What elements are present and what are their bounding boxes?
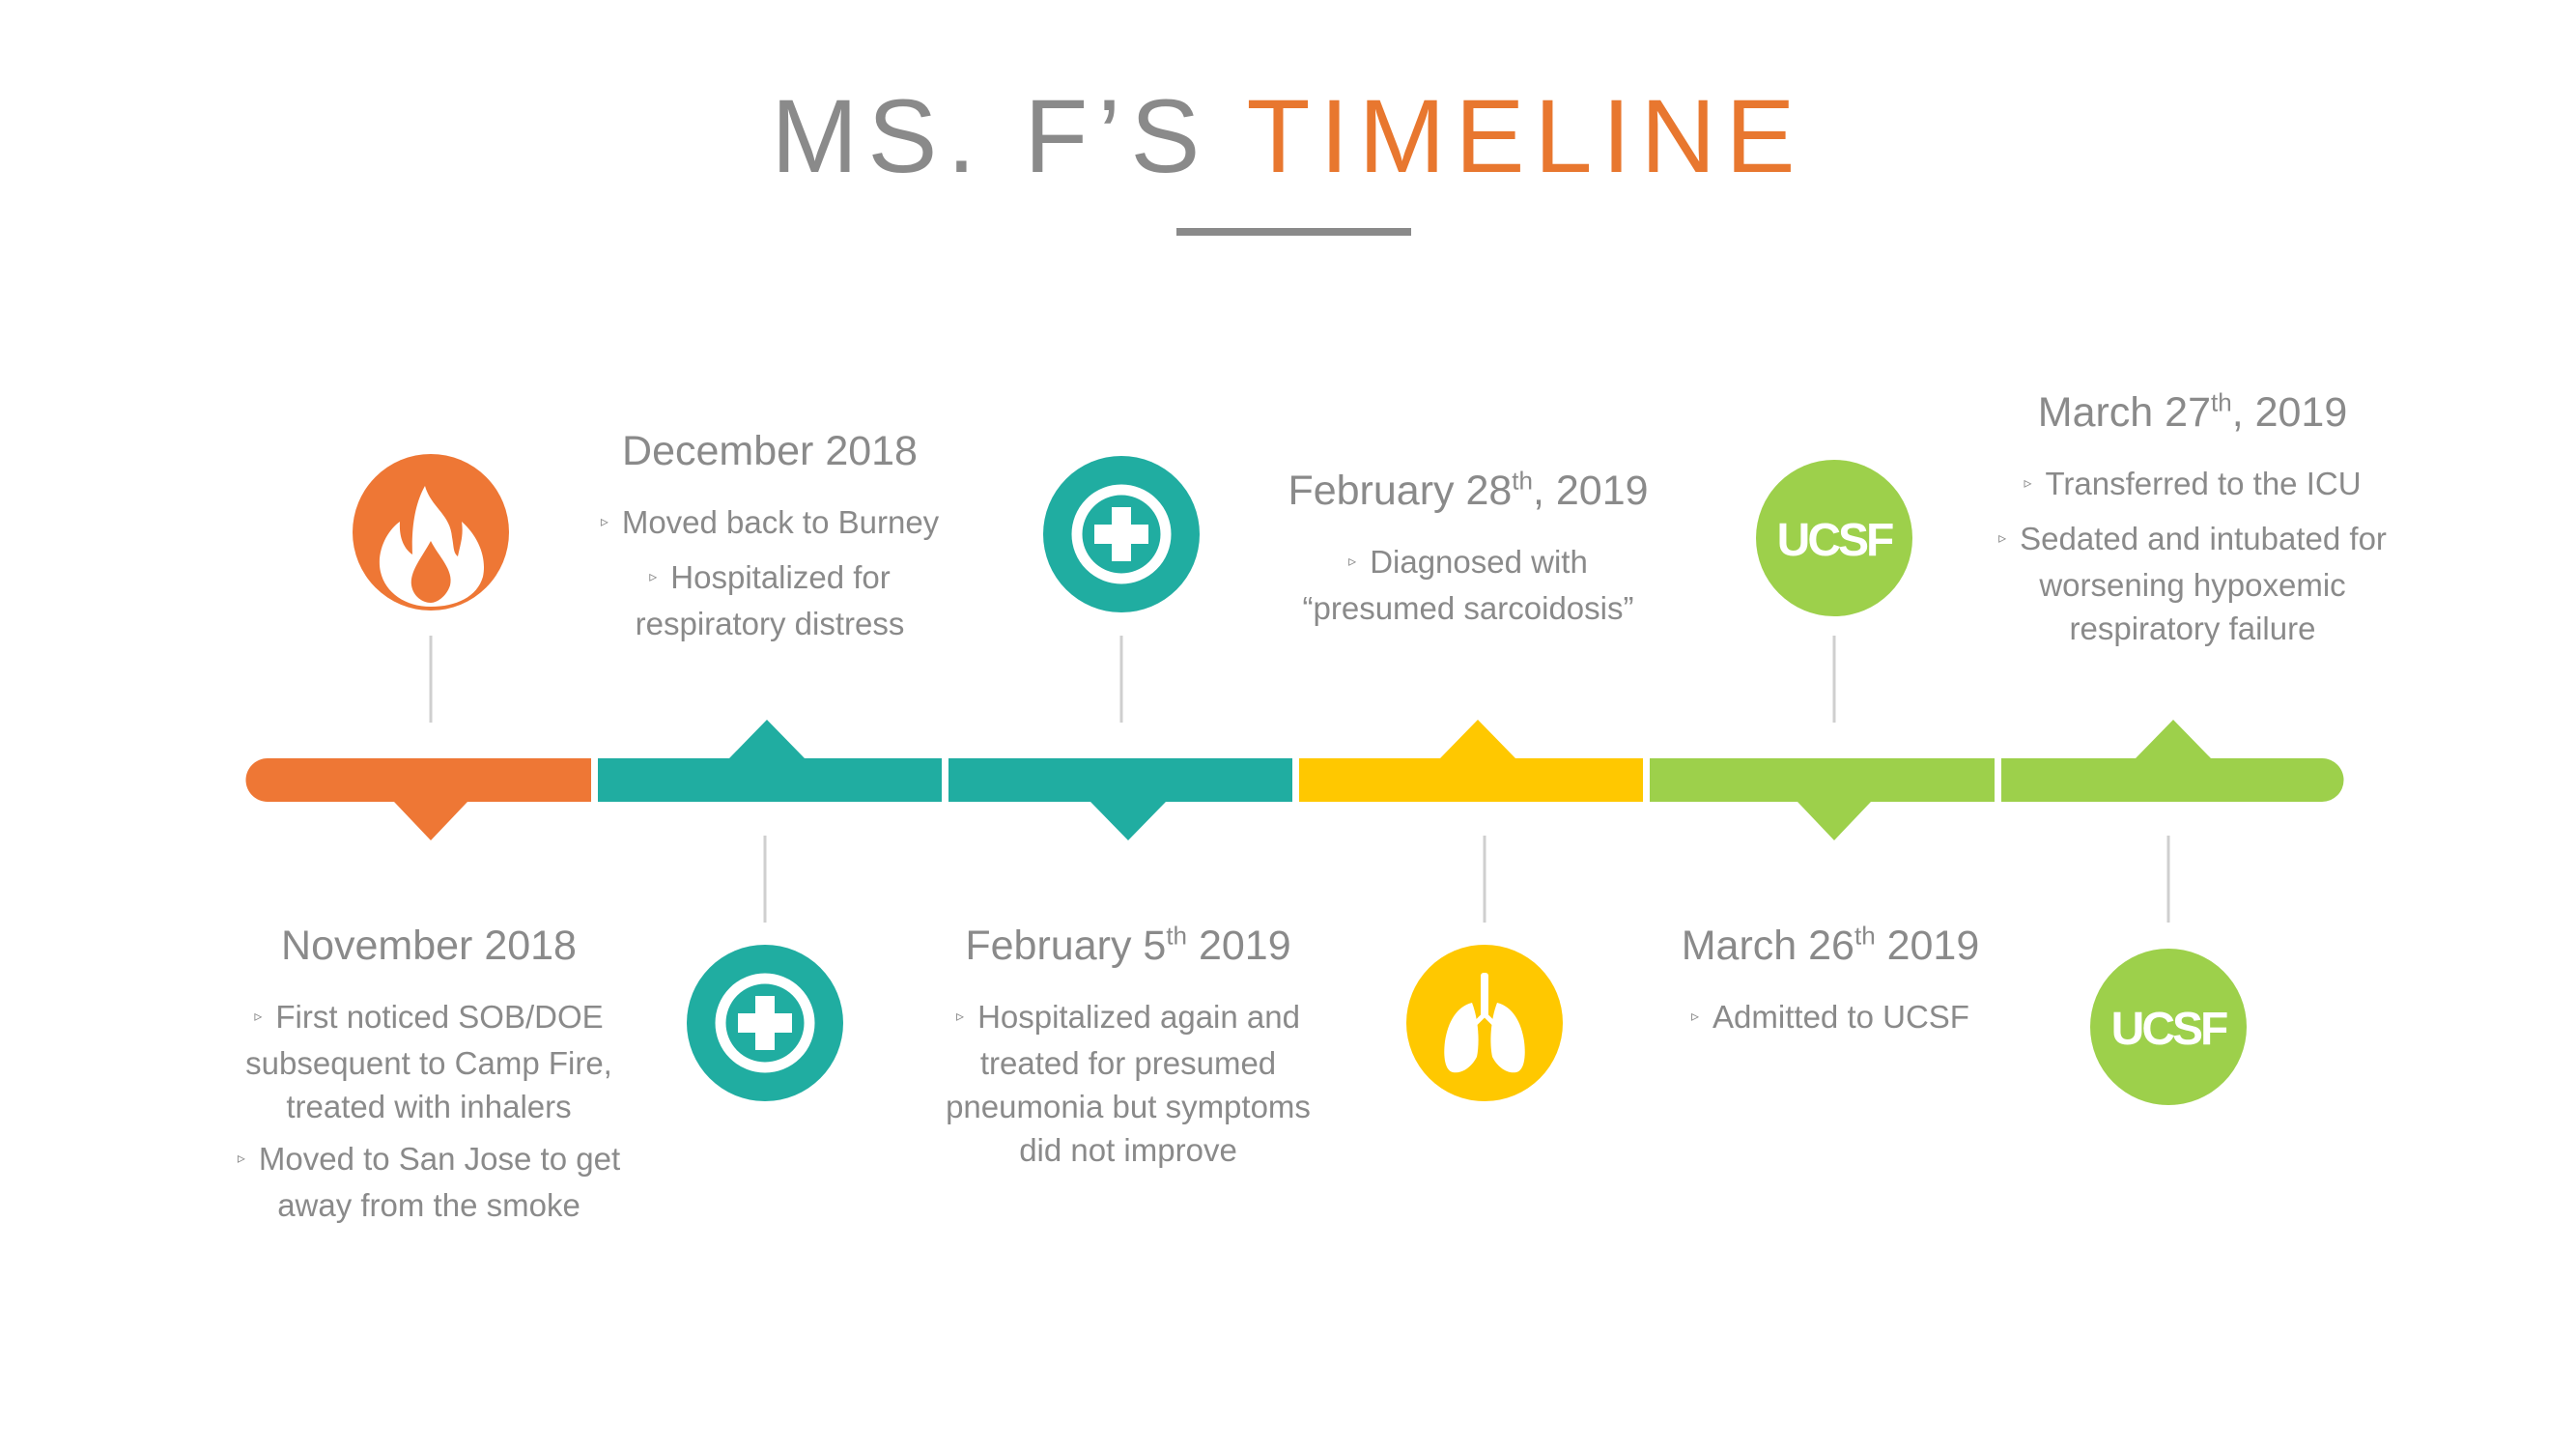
segment-2 [598, 758, 942, 802]
event-date: November 2018 [281, 923, 577, 969]
event-bullet: ▹Moved to San Jose to get away from the … [237, 1140, 621, 1223]
event-march-27-2019: March 27th, 2019 ▹Transferred to the ICU… [1961, 389, 2424, 659]
event-date: February 5th 2019 [965, 921, 1291, 969]
medical-cross-icon [687, 945, 843, 1101]
event-november-2018: November 2018 ▹First noticed SOB/DOE sub… [207, 923, 651, 1236]
event-bullet: ▹First noticed SOB/DOE subsequent to Cam… [245, 999, 612, 1124]
medical-cross-icon-2 [1043, 456, 1200, 612]
segment-1-pointer [394, 802, 467, 840]
segment-6-pointer [2136, 720, 2211, 758]
event-bullet: ▹Moved back to Burney [600, 504, 940, 540]
connectors [429, 636, 2170, 923]
timeline-bar [245, 720, 2344, 840]
segment-6 [2001, 758, 2344, 802]
event-date: February 28th, 2019 [1288, 466, 1649, 514]
event-bullet: ▹Admitted to UCSF [1691, 999, 1969, 1035]
title-part-accent: TIMELINE [1246, 77, 1805, 194]
event-bullet: ▹Hospitalized again and treated for pres… [946, 999, 1311, 1168]
ucsf-logo-text-2: UCSF [2111, 1004, 2227, 1055]
event-date: March 27th, 2019 [2037, 387, 2348, 436]
segment-4-pointer [1440, 720, 1515, 758]
event-february-5-2019: February 5th 2019 ▹Hospitalized again an… [906, 923, 1350, 1180]
segment-3-pointer [1090, 802, 1166, 840]
segment-5 [1650, 758, 1995, 802]
event-bullet: ▹Sedated and intubated for worsening hyp… [1998, 520, 2387, 646]
event-date: March 26th 2019 [1681, 921, 1980, 969]
flame-icon [353, 454, 509, 611]
ucsf-logo-text: UCSF [1777, 515, 1893, 566]
title-part-main: MS. F’S [771, 77, 1210, 194]
segment-2-pointer [729, 720, 805, 758]
lungs-icon [1406, 945, 1563, 1101]
page-title: MS. F’S TIMELINE [0, 75, 2576, 196]
segment-4 [1299, 758, 1643, 802]
event-march-26-2019: March 26th 2019 ▹Admitted to UCSF [1608, 923, 2052, 1050]
event-bullet: ▹Diagnosed with “presumed sarcoidosis” [1302, 544, 1634, 626]
ucsf-logo-2: UCSF [2090, 949, 2247, 1105]
event-date: December 2018 [622, 428, 918, 474]
event-december-2018: December 2018 ▹Moved back to Burney ▹Hos… [548, 428, 992, 654]
ucsf-logo: UCSF [1756, 460, 1912, 616]
segment-3 [948, 758, 1292, 802]
event-bullet: ▹Transferred to the ICU [2024, 466, 2362, 501]
segment-1 [245, 758, 591, 802]
event-bullet: ▹Hospitalized for respiratory distress [635, 558, 905, 641]
event-february-28-2019: February 28th, 2019 ▹Diagnosed with “pre… [1246, 468, 1690, 639]
title-underline [1176, 228, 1411, 236]
segment-5-pointer [1798, 802, 1871, 840]
